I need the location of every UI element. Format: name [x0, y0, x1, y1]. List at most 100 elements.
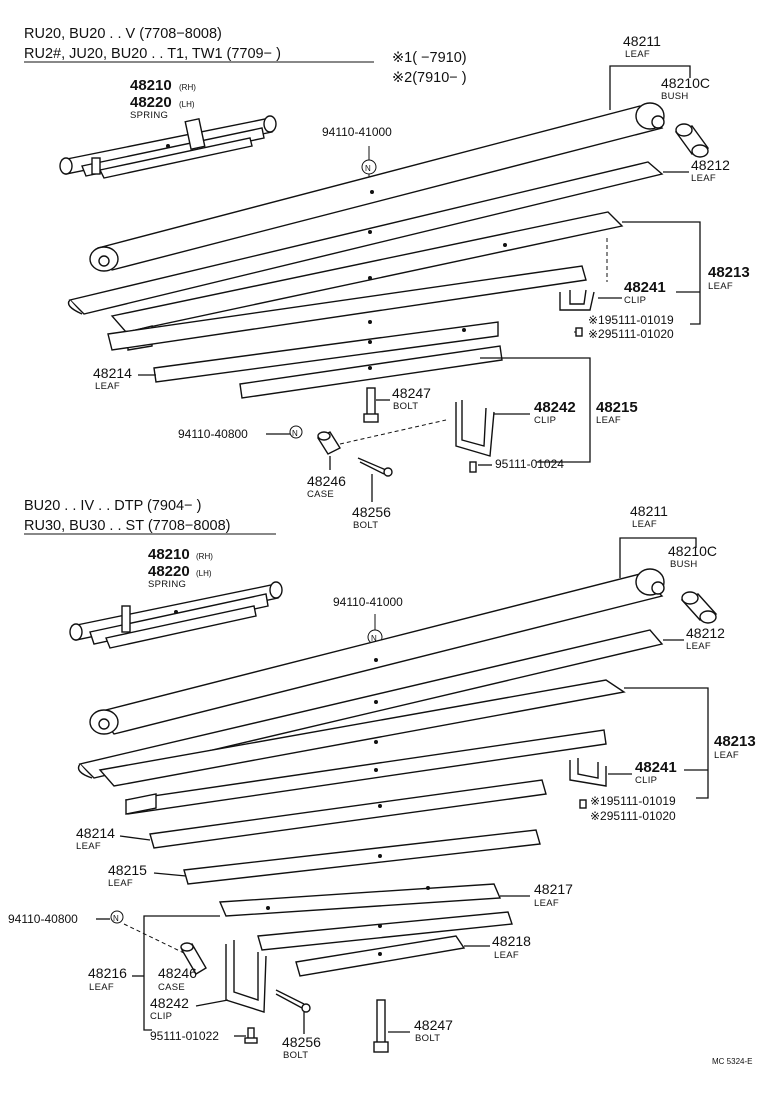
top-case-48246-illustration [316, 431, 342, 455]
bottom-nut-top-symbol: N [371, 634, 377, 643]
top-clip-48242-number: 48242 [534, 399, 576, 416]
bottom-case-48246-number: 48246 [158, 965, 197, 981]
bottom-spring-rh-tag: (RH) [196, 552, 213, 561]
top-leaf-48213-number: 48213 [708, 264, 750, 281]
bottom-leaf-48217-label: LEAF [534, 898, 559, 909]
bottom-leaf-48213-label: LEAF [714, 750, 739, 761]
bottom-bolt-48247-label: BOLT [415, 1033, 440, 1044]
bottom-leaf-48218-illustration [295, 935, 466, 977]
bottom-leaf-48218-number: 48218 [492, 933, 531, 949]
bottom-leaf-48213-number: 48213 [714, 733, 756, 750]
top-nut-top-number: 94110-41000 [322, 125, 392, 139]
bottom-spring-assembly-illustration [69, 581, 283, 649]
footer-code: MC 5324-E [712, 1057, 752, 1066]
top-leaf-48215-illustration [239, 345, 503, 399]
top-nut-top-symbol: N [365, 164, 371, 173]
top-leaf-48212-illustration [67, 161, 664, 315]
top-leaf-48211-illustration [89, 102, 665, 272]
top-bolt-48247-label: BOLT [393, 401, 418, 412]
top-leaf-inner-illustration [107, 265, 587, 351]
bottom-clip-48242-illustration [225, 940, 267, 1013]
top-clip-48241-number: 48241 [624, 279, 666, 296]
bottom-nut-side-number: 94110-40800 [8, 912, 78, 926]
bottom-bolt-95111-01022: 95111-01022 [150, 1029, 219, 1043]
top-bolt-48256-number: 48256 [352, 504, 391, 520]
bottom-clip-48241-number: 48241 [635, 759, 677, 776]
top-spring-label: SPRING [130, 110, 168, 121]
bottom-leaf-48212-illustration [77, 629, 664, 779]
top-section: RU20, BU20 . . V (7708−8008) RU2#, JU20,… [24, 26, 750, 531]
top-small-bolt-icon [574, 327, 583, 337]
top-nut-side-icon [289, 425, 303, 439]
top-clip-48242-illustration [455, 400, 495, 457]
bottom-leaf-48215-number: 48215 [108, 862, 147, 878]
bottom-leaf-48211-label: LEAF [632, 519, 657, 530]
top-leaf-48211-number: 48211 [623, 33, 661, 49]
bottom-leaf-48211-number: 48211 [630, 503, 668, 519]
bottom-spring-rh-number: 48210 [148, 546, 190, 563]
top-header-line2: RU2#, JU20, BU20 . . T1, TW1 (7709− ) [24, 46, 281, 62]
top-nut-side-symbol: N [292, 429, 298, 438]
bottom-bolt-48256-illustration [275, 989, 311, 1013]
top-leaf-48214-number: 48214 [93, 365, 132, 381]
top-leaf-48211-label: LEAF [625, 49, 650, 60]
top-spring-rh-number: 48210 [130, 77, 172, 94]
bottom-header-line2: RU30, BU30 . . ST (7708−8008) [24, 518, 230, 534]
top-bush-illustration [674, 123, 710, 158]
bottom-header-line1: BU20 . . IV . . DTP (7904− ) [24, 498, 201, 514]
bottom-leaf-48215-illustration [183, 829, 541, 885]
bottom-case-48246-illustration [180, 942, 207, 975]
top-bolt-95111-01020: ※295111-01020 [588, 327, 674, 341]
top-clip-48242-label: CLIP [534, 415, 556, 426]
bottom-spring-lh-tag: (LH) [196, 569, 212, 578]
top-bolt-48256-label: BOLT [353, 520, 378, 531]
top-leaf-48215-number: 48215 [596, 399, 638, 416]
bottom-nut-side-symbol: N [113, 914, 119, 923]
bottom-leaf-48212-number: 48212 [686, 625, 725, 641]
bottom-leaf-48216-number: 48216 [88, 965, 127, 981]
bottom-case-48246-label: CASE [158, 982, 185, 993]
top-bolt-48256-illustration [357, 457, 393, 477]
bottom-leaf-48217-number: 48217 [534, 881, 573, 897]
top-clip-48241-label: CLIP [624, 295, 646, 306]
bottom-leaf-48211-illustration [89, 568, 665, 735]
bottom-leaf-48212-label: LEAF [686, 641, 711, 652]
bottom-clip-48241-label: CLIP [635, 775, 657, 786]
top-leaf-48212-number: 48212 [691, 157, 730, 173]
bottom-bush-label: BUSH [670, 559, 698, 570]
bottom-leaf-48216-label: LEAF [89, 982, 114, 993]
top-bolt-95111-01019: ※195111-01019 [588, 313, 674, 327]
bottom-bush-number: 48210C [668, 543, 717, 559]
top-bush-label: BUSH [661, 91, 689, 102]
top-leaf-48213-label: LEAF [708, 281, 733, 292]
bottom-leaf-48217-illustration [218, 883, 502, 917]
top-case-48246-label: CASE [307, 489, 334, 500]
bottom-leaf-48215-label: LEAF [108, 878, 133, 889]
top-leaf-48214-label: LEAF [95, 381, 120, 392]
bottom-nut-side-icon [110, 910, 124, 924]
top-spring-assembly-illustration [59, 115, 277, 179]
top-small-bolt-01024-icon [469, 461, 477, 473]
bottom-nut-top-number: 94110-41000 [333, 595, 403, 609]
bottom-clip-48241-illustration [569, 758, 607, 787]
bottom-section: BU20 . . IV . . DTP (7904− ) RU30, BU30 … [8, 498, 756, 1066]
bottom-bolt-48247-illustration [373, 999, 389, 1053]
bottom-bolt-95111-01019: ※195111-01019 [590, 794, 676, 808]
bottom-leaf-48218-label: LEAF [494, 950, 519, 961]
bottom-leaf-48214-illustration [149, 779, 547, 849]
top-leaf-48212-label: LEAF [691, 173, 716, 184]
top-bolt-48247-illustration [363, 387, 379, 423]
top-bolt-95111-01024: 95111-01024 [495, 457, 564, 471]
top-case-48246-number: 48246 [307, 473, 346, 489]
top-bush-number: 48210C [661, 75, 710, 91]
bottom-clip-48242-label: CLIP [150, 1011, 172, 1022]
top-nut-side-number: 94110-40800 [178, 427, 248, 441]
top-header-line1: RU20, BU20 . . V (7708−8008) [24, 26, 222, 42]
bottom-leaf-inner2-illustration [257, 911, 513, 951]
top-bolt-48247-number: 48247 [392, 385, 431, 401]
bottom-spring-label: SPRING [148, 579, 186, 590]
bottom-bolt-95111-01020: ※295111-01020 [590, 809, 676, 823]
top-spring-rh-tag: (RH) [179, 83, 196, 92]
bottom-leaf-inner-illustration [125, 729, 607, 815]
